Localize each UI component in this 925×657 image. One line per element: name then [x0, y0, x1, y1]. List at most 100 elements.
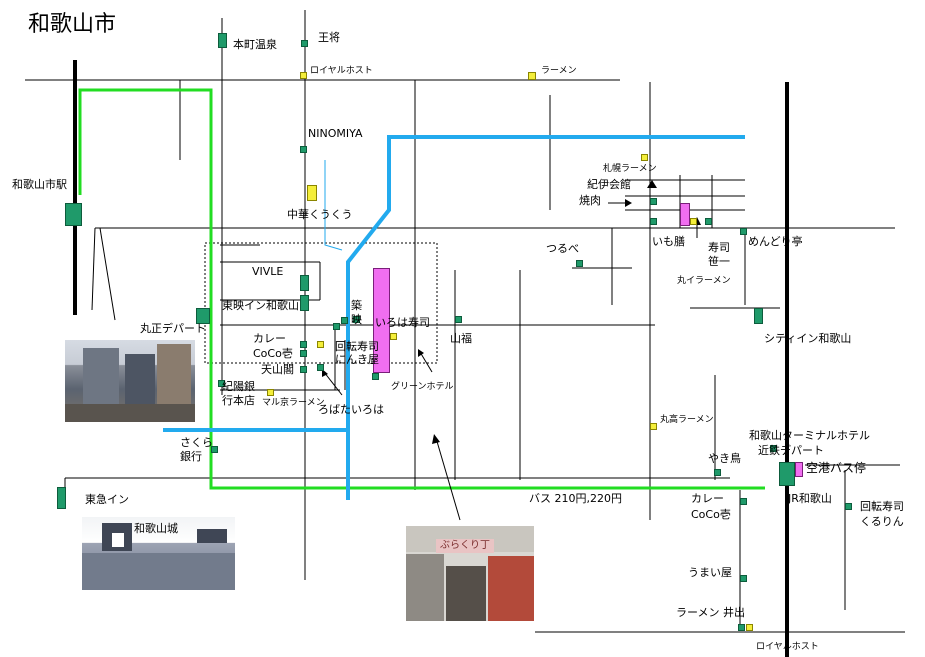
- label-kiyo-1: 紀陽銀: [222, 380, 255, 393]
- label-maru-kyo: マル京ラーメン: [262, 398, 325, 408]
- label-motomachi-onsen: 本町温泉: [233, 38, 277, 51]
- marker-marusho[interactable]: [196, 308, 210, 324]
- marker-sushi-sasaichi[interactable]: [690, 218, 697, 225]
- marker-motomachi-onsen[interactable]: [218, 33, 227, 48]
- label-sushi: 寿司: [708, 241, 730, 254]
- marker-ramen-ide[interactable]: [738, 624, 745, 631]
- marker-vivle[interactable]: [300, 275, 309, 291]
- label-ei: 映: [351, 313, 362, 326]
- label-toei-inn: 東映イン和歌山: [222, 299, 299, 312]
- wakayama-castle-photo: 和歌山城: [82, 517, 235, 590]
- marker-yakiniku[interactable]: [650, 198, 657, 205]
- burakuri-street-photo: ぶらくり丁: [406, 526, 534, 621]
- marker-coco-1[interactable]: [300, 350, 307, 357]
- marker-nikiya[interactable]: [317, 341, 324, 348]
- label-sasaichi: 笹一: [708, 255, 730, 268]
- map-title: 和歌山市: [28, 12, 117, 37]
- label-green-hotel: グリーンホテル: [391, 382, 454, 392]
- marker-toei-inn[interactable]: [300, 295, 309, 311]
- marker-iroha-sushi[interactable]: [353, 316, 360, 323]
- label-chiku: 築: [351, 299, 362, 312]
- label-nikiya: にんき屋: [335, 353, 379, 366]
- marker-tsurube[interactable]: [576, 260, 583, 267]
- marker-chikuei[interactable]: [341, 317, 348, 324]
- marker-mendori[interactable]: [740, 228, 747, 235]
- marker-green-hotel[interactable]: [372, 373, 379, 380]
- label-sakura: さくら: [180, 436, 213, 449]
- label-kintetsu: 近鉄デパート: [758, 444, 824, 457]
- label-kaiten-2: 回転寿司: [860, 500, 904, 513]
- burakuri-sign: ぶらくり丁: [436, 539, 494, 553]
- castle-caption: 和歌山城: [134, 522, 178, 535]
- marker-toyoko-inn[interactable]: [57, 487, 66, 509]
- label-ginkou: 銀行: [180, 450, 202, 463]
- marker-royal-host-s[interactable]: [746, 624, 753, 631]
- station-marker-wakayamashi[interactable]: [65, 203, 82, 226]
- marker-sakura-bank[interactable]: [211, 446, 218, 453]
- airport-bus-marker[interactable]: [795, 462, 803, 477]
- marker-marutaka[interactable]: [650, 423, 657, 430]
- marker-osho[interactable]: [301, 40, 308, 47]
- marker-curry-1[interactable]: [300, 341, 307, 348]
- label-kinokuniya: 紀伊会館: [587, 178, 631, 191]
- label-yakiniku: 焼肉: [579, 194, 601, 207]
- burakuri-arcade-marker[interactable]: [373, 268, 390, 373]
- label-terminal-hotel: 和歌山ターミナルホテル: [749, 429, 870, 442]
- marker-city-inn[interactable]: [754, 308, 763, 324]
- marker-curry-2[interactable]: [740, 498, 747, 505]
- marker-kiyo-bank[interactable]: [218, 380, 225, 387]
- marker-maru-kyo[interactable]: [267, 389, 274, 396]
- label-toyoko-inn: 東急イン: [85, 493, 129, 506]
- marker-tenzankaku[interactable]: [300, 366, 307, 373]
- marker-marui[interactable]: [705, 218, 712, 225]
- shop-marker-pink[interactable]: [680, 203, 690, 226]
- label-kaiten-1: 回転寿司: [335, 340, 379, 353]
- label-marutaka: 丸高ラーメン: [660, 415, 714, 425]
- label-curry-1: カレー: [253, 332, 286, 345]
- label-bus-fare: バス 210円,220円: [529, 492, 622, 505]
- label-yamafuku: 山福: [450, 332, 472, 345]
- label-iroha-sushi: いろは寿司: [375, 316, 430, 329]
- label-airport-bus: 空港バス停: [806, 461, 867, 475]
- label-yakitori: やき鳥: [708, 452, 741, 465]
- label-imotsuru: いも膳: [652, 235, 685, 248]
- label-umaiya: うまい屋: [688, 566, 732, 579]
- label-ninomiya: NINOMIYA: [308, 127, 363, 140]
- marker-umaiya[interactable]: [740, 575, 747, 582]
- label-kururin: くるりん: [860, 515, 904, 528]
- label-marui-ramen: 丸イラーメン: [677, 276, 731, 286]
- label-vivle: VIVLE: [252, 265, 284, 278]
- label-osho: 王将: [318, 31, 340, 44]
- marker-kintetsu[interactable]: [770, 445, 777, 452]
- label-city-inn: シティイン和歌山: [764, 332, 852, 345]
- marker-royal-host-n[interactable]: [300, 72, 307, 79]
- marker-robata[interactable]: [317, 364, 324, 371]
- marker-yamafuku[interactable]: [455, 316, 462, 323]
- label-royal-host-s: ロイヤルホスト: [756, 642, 819, 652]
- label-mendori: めんどり亭: [748, 235, 803, 248]
- label-coco-2: CoCo壱: [691, 508, 731, 521]
- marker-ramen-n[interactable]: [528, 72, 536, 80]
- marker-kururin[interactable]: [845, 503, 852, 510]
- label-chuka-kuukuu: 中華くうくう: [287, 208, 353, 221]
- station-marker-jr-wakayama[interactable]: [779, 462, 795, 486]
- label-sapporo-ramen: 札幌ラーメン: [603, 164, 657, 174]
- label-ramen-n: ラーメン: [541, 66, 577, 76]
- marker-ninomiya[interactable]: [300, 146, 307, 153]
- label-kiyo-2: 行本店: [222, 394, 255, 407]
- label-tenzankaku: 天山閣: [261, 363, 294, 376]
- label-ramen-ide: ラーメン 井出: [676, 606, 746, 619]
- label-royal-host-n: ロイヤルホスト: [310, 66, 373, 76]
- marker-iroha-2[interactable]: [333, 323, 340, 330]
- marker-yakitori[interactable]: [714, 469, 721, 476]
- marker-imotsuru[interactable]: [650, 218, 657, 225]
- label-coco-1: CoCo壱: [253, 347, 293, 360]
- marker-sapporo-ramen[interactable]: [641, 154, 648, 161]
- marker-iroha-y[interactable]: [390, 333, 397, 340]
- label-tsurube: つるべ: [546, 242, 579, 255]
- label-marusho-depart: 丸正デパート: [140, 322, 206, 335]
- marker-chuka-kuukuu[interactable]: [307, 185, 317, 201]
- label-robata-iroha: ろばたいろは: [318, 403, 384, 416]
- marusho-department-store-photo: [65, 340, 195, 422]
